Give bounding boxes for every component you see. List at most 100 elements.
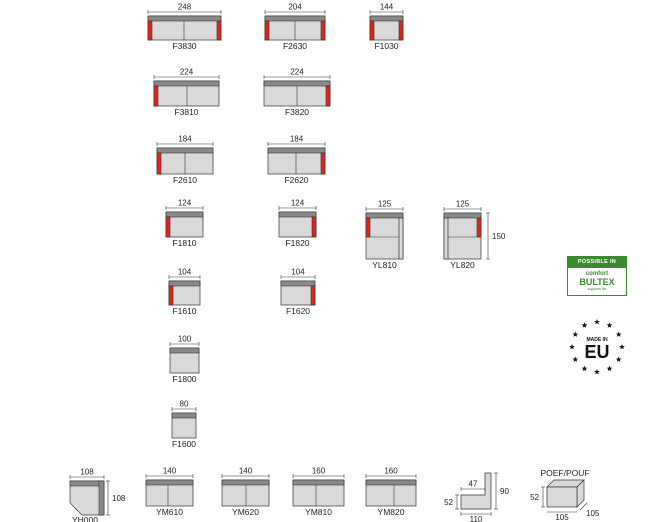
backrest xyxy=(153,80,220,87)
product-code-label: F2610 xyxy=(173,175,197,185)
width-dimension-label: 144 xyxy=(380,3,394,12)
badge-comfort-text: comfort xyxy=(585,271,609,277)
right-armrest xyxy=(398,20,404,41)
eu-star xyxy=(606,365,613,372)
width-dimension-label: 100 xyxy=(178,335,192,344)
eu-star xyxy=(615,356,622,362)
product-code-label: F1800 xyxy=(172,374,196,384)
width-dimension-label: 184 xyxy=(290,135,304,144)
pouf-title: POEF/POUF xyxy=(540,468,589,478)
product-code-label: YM810 xyxy=(305,507,332,517)
product-code-label: F2630 xyxy=(283,41,307,51)
pouf-width-label: 105 xyxy=(555,513,569,522)
backrest xyxy=(278,211,317,218)
backrest xyxy=(156,147,214,154)
right-armrest xyxy=(320,152,326,175)
chaise-side xyxy=(443,217,449,260)
backrest xyxy=(365,212,404,219)
side-backrest xyxy=(98,480,105,516)
badge-sub-text: supports life xyxy=(587,287,607,291)
width-dimension-label: 184 xyxy=(178,135,192,144)
badge-brand-text: BULTEX xyxy=(579,277,615,287)
badge-possible-in: POSSIBLE IN xyxy=(568,257,626,268)
made-in-eu-badge: MADE IN EU xyxy=(569,319,625,375)
product-code-label: F1810 xyxy=(172,238,196,248)
backrest xyxy=(263,80,331,87)
product-code-label: F1820 xyxy=(285,238,309,248)
width-dimension-label: 160 xyxy=(384,467,398,476)
pouf-depth-line xyxy=(579,502,588,511)
backrest xyxy=(369,15,404,22)
product-code-label: YM610 xyxy=(156,507,183,517)
eu-star xyxy=(594,319,600,325)
product-code-label: YH000 xyxy=(72,515,98,522)
chaise-body xyxy=(443,212,482,260)
eu-star xyxy=(619,344,625,350)
eu-made-in-text: MADE IN xyxy=(586,337,608,343)
backrest xyxy=(292,479,345,486)
product-code-label: F1620 xyxy=(286,306,310,316)
chaise-side xyxy=(398,217,404,260)
width-dimension-label: 47 xyxy=(469,480,478,489)
eu-star xyxy=(572,331,579,337)
backrest xyxy=(443,212,482,219)
width-dimension-label: 108 xyxy=(80,468,94,477)
product-code-label: F1600 xyxy=(172,439,196,449)
backrest xyxy=(147,15,222,22)
eu-star xyxy=(581,365,588,372)
backrest xyxy=(169,347,200,354)
pouf-depth-label: 105 xyxy=(586,509,600,518)
product-code-label: F1610 xyxy=(172,306,196,316)
width-dimension-label: 124 xyxy=(178,199,192,208)
product-code-label: YL810 xyxy=(372,260,397,270)
depth-dimension-label: 90 xyxy=(500,487,509,496)
backrest xyxy=(168,280,201,287)
width-dimension-label: 104 xyxy=(178,268,192,277)
product-code-label: F2620 xyxy=(284,175,308,185)
profile-shape xyxy=(460,472,492,510)
eu-star xyxy=(569,344,575,350)
depth-dimension-label: 150 xyxy=(492,232,506,241)
eu-star xyxy=(594,369,600,375)
left-armrest xyxy=(365,217,371,238)
product-code-label: F3830 xyxy=(172,41,196,51)
backrest xyxy=(280,280,316,287)
left-armrest xyxy=(156,152,162,175)
width-dimension-label: 104 xyxy=(291,268,305,277)
product-code-label: YL820 xyxy=(450,260,475,270)
eu-star xyxy=(615,331,622,337)
width-dimension-label: 140 xyxy=(239,467,253,476)
left-armrest xyxy=(165,216,171,238)
right-armrest xyxy=(320,20,326,41)
product-code-label: YM620 xyxy=(232,507,259,517)
width-dimension-label: 124 xyxy=(291,199,305,208)
product-code-label: YM820 xyxy=(378,507,405,517)
width-dimension-label: 224 xyxy=(180,68,194,77)
product-code-label: F3810 xyxy=(174,107,198,117)
left-armrest xyxy=(147,20,153,41)
comfort-bultex-badge: POSSIBLE IN comfort BULTEX supports life xyxy=(567,256,627,296)
depth-dimension-label: 52 xyxy=(444,498,453,507)
product-code-label: F3820 xyxy=(285,107,309,117)
right-armrest xyxy=(311,216,317,238)
left-armrest xyxy=(168,285,174,306)
left-armrest xyxy=(369,20,375,41)
